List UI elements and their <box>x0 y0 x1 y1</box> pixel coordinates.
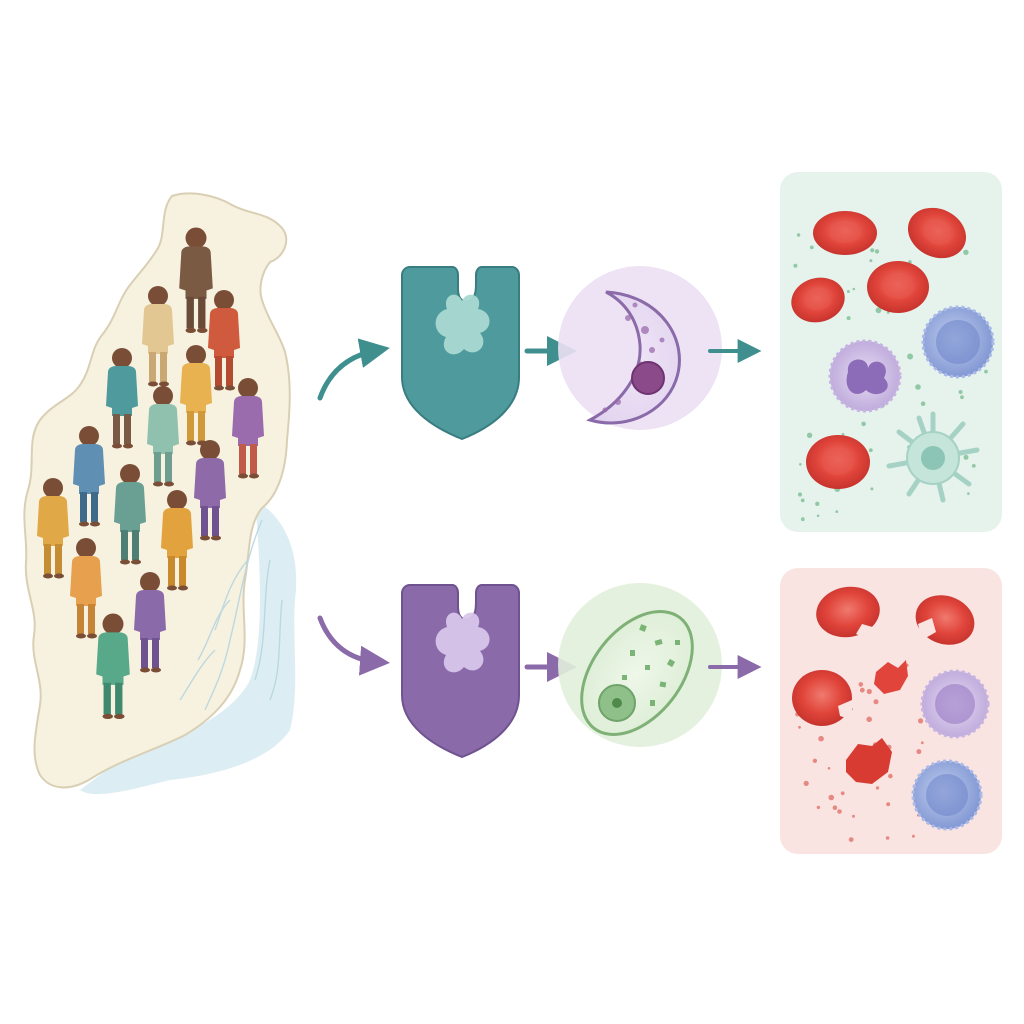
particle-dot <box>807 433 812 438</box>
red-blood-cell <box>806 435 870 489</box>
particle-dot <box>801 517 805 521</box>
particle-dot <box>888 774 893 779</box>
particle-dot <box>916 749 921 754</box>
particle-dot <box>847 290 850 293</box>
particle-dot <box>837 809 842 814</box>
particle-dot <box>810 246 814 250</box>
red-blood-cell <box>813 211 877 255</box>
particle-dot <box>921 401 926 406</box>
particle-dot <box>798 492 802 496</box>
particle-dot <box>818 736 824 742</box>
particle-dot <box>828 767 831 770</box>
particle-dot <box>859 682 864 687</box>
particle-dot <box>866 717 872 723</box>
particle-dot <box>813 759 817 763</box>
particle-dot <box>801 499 805 503</box>
particle-dot <box>829 795 835 801</box>
particle-dot <box>867 689 872 694</box>
particle-dot <box>874 699 879 704</box>
particle-dot <box>959 390 963 394</box>
particle-dot <box>849 837 854 842</box>
particle-dot <box>870 487 873 490</box>
particle-dot <box>860 688 865 693</box>
white-blood-cell <box>923 307 993 377</box>
white-blood-cell <box>922 671 988 737</box>
particle-dot <box>907 354 913 360</box>
oval-parasite-cell-icon <box>558 583 722 755</box>
particle-dot <box>793 264 797 268</box>
upper-pathway <box>320 172 1002 532</box>
particle-dot <box>833 805 838 810</box>
particle-dot <box>921 741 924 744</box>
particle-dot <box>963 250 968 255</box>
particle-dot <box>870 248 874 252</box>
particle-dot <box>847 316 851 320</box>
particle-dot <box>869 259 872 262</box>
white-blood-cell <box>830 341 900 411</box>
damaged-blood-cells-panel <box>780 568 1002 854</box>
particle-dot <box>817 806 820 809</box>
particle-dot <box>876 786 879 789</box>
upper-curved-arrow <box>320 350 378 398</box>
lower-pathway <box>320 568 1002 854</box>
protective-receptor-shield-icon <box>402 267 519 439</box>
particle-dot <box>841 791 845 795</box>
red-blood-cell-damaged <box>792 670 852 726</box>
particle-dot <box>797 233 800 236</box>
healthy-blood-cells-panel <box>780 172 1002 532</box>
white-blood-cell <box>913 761 981 829</box>
particle-dot <box>798 726 801 729</box>
particle-dot <box>861 422 866 427</box>
particle-dot <box>886 802 890 806</box>
particle-dot <box>918 718 923 723</box>
particle-dot <box>804 781 809 786</box>
lower-curved-arrow <box>320 618 378 662</box>
particle-dot <box>869 448 873 452</box>
particle-dot <box>886 836 890 840</box>
particle-dot <box>853 288 856 291</box>
particle-dot <box>815 502 819 506</box>
particle-dot <box>984 370 988 374</box>
particle-dot <box>852 815 855 818</box>
particle-dot <box>875 249 879 253</box>
particle-dot <box>799 463 802 466</box>
particle-dot <box>972 464 976 468</box>
regional-map-icon <box>24 193 296 794</box>
particle-dot <box>817 515 820 518</box>
particle-dot <box>964 455 969 460</box>
crescent-parasite-cell-icon <box>558 266 722 430</box>
particle-dot <box>960 395 964 399</box>
particle-dot <box>967 492 970 495</box>
particle-dot <box>835 510 838 513</box>
particle-dot <box>912 835 915 838</box>
particle-dot <box>915 384 921 390</box>
protective-receptor-shield-icon <box>402 585 519 757</box>
red-blood-cell <box>867 261 929 313</box>
